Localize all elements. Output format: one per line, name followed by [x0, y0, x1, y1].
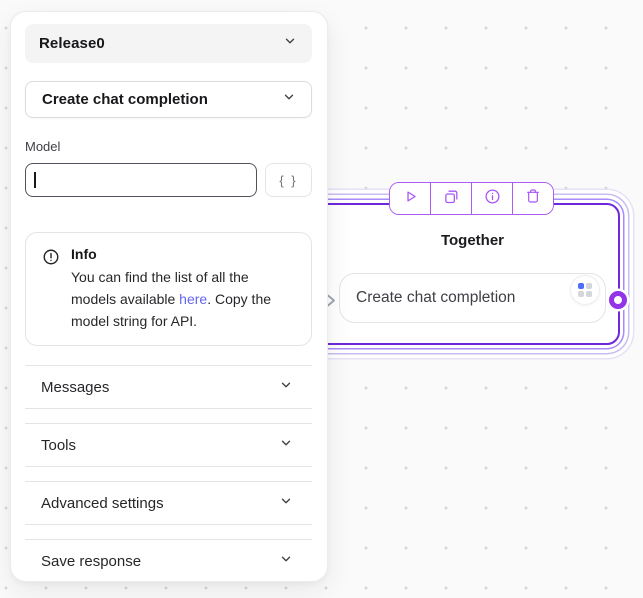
- info-text-part: You can find the list of all the models …: [71, 269, 249, 307]
- section-save-response[interactable]: Save response: [25, 539, 312, 581]
- chevron-down-icon: [279, 552, 293, 571]
- node-together[interactable]: Together Create chat completion: [310, 203, 627, 345]
- input-handle-chevron-icon[interactable]: [326, 294, 336, 312]
- info-callout: Info You can find the list of all the mo…: [25, 232, 312, 346]
- node-action-toolbar: [389, 182, 554, 215]
- chevron-down-icon: [279, 378, 293, 397]
- models-list-link[interactable]: here: [179, 291, 208, 307]
- insert-variable-button[interactable]: { }: [265, 163, 312, 197]
- apps-grid-icon: [578, 283, 592, 297]
- info-text: You can find the list of all the models …: [71, 266, 297, 332]
- node-config-panel: Release0 Create chat completion Model { …: [10, 11, 328, 582]
- chevron-down-icon: [283, 34, 297, 53]
- model-field-label: Model: [25, 139, 61, 154]
- section-tools[interactable]: Tools: [25, 423, 312, 467]
- section-advanced-settings[interactable]: Advanced settings: [25, 481, 312, 525]
- node-title: Together: [440, 232, 505, 249]
- node-info-button[interactable]: [472, 183, 513, 214]
- info-title: Info: [71, 246, 97, 262]
- alert-circle-icon: [42, 248, 60, 332]
- section-messages[interactable]: Messages: [25, 365, 312, 409]
- apps-grid-button[interactable]: [570, 275, 600, 305]
- copy-icon: [443, 188, 460, 210]
- info-icon: [484, 188, 501, 210]
- section-label: Save response: [41, 552, 142, 570]
- release-selector[interactable]: Release0: [25, 24, 312, 63]
- play-icon: [402, 188, 419, 210]
- chevron-down-icon: [279, 436, 293, 455]
- action-selector[interactable]: Create chat completion: [25, 81, 312, 118]
- section-label: Tools: [41, 436, 77, 454]
- trash-icon: [525, 188, 541, 209]
- output-port-handle[interactable]: [609, 291, 627, 309]
- section-label: Messages: [41, 378, 110, 396]
- node-action-field[interactable]: Create chat completion: [339, 273, 606, 323]
- info-text-part: . Copy the model string for API.: [71, 291, 272, 329]
- duplicate-node-button[interactable]: [431, 183, 472, 214]
- release-selector-label: Release0: [39, 35, 105, 52]
- chevron-down-icon: [279, 494, 293, 513]
- model-input[interactable]: [25, 163, 257, 197]
- section-label: Advanced settings: [41, 494, 164, 512]
- action-selector-label: Create chat completion: [42, 91, 208, 108]
- run-node-button[interactable]: [390, 183, 431, 214]
- chevron-down-icon: [282, 90, 296, 109]
- node-action-label: Create chat completion: [356, 289, 516, 306]
- delete-node-button[interactable]: [513, 183, 553, 214]
